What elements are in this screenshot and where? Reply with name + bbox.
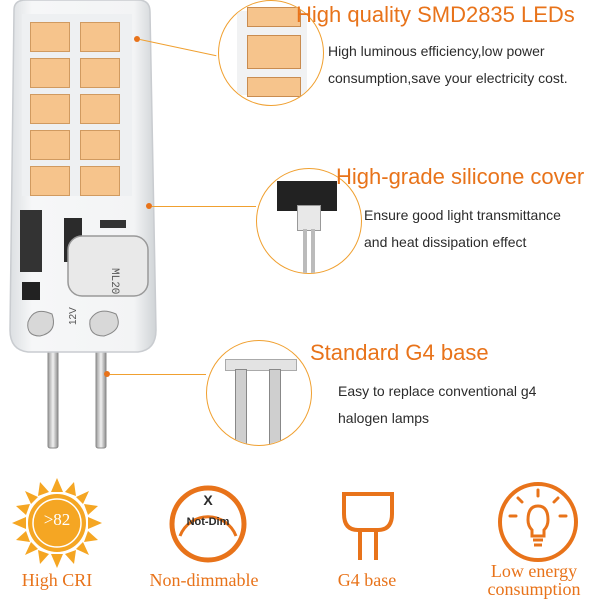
led-chip bbox=[30, 22, 70, 52]
voltage-marking: 12V bbox=[68, 307, 79, 325]
g4-base-detail-circle bbox=[206, 340, 312, 446]
feature-desc-line: halogen lamps bbox=[338, 410, 430, 426]
led-chip bbox=[30, 130, 70, 160]
icon-label-g4-base: G4 base bbox=[337, 570, 397, 590]
icon-label-line: consumption bbox=[487, 579, 581, 599]
feature-desc-leds: High luminous efficiency,low power consu… bbox=[328, 38, 568, 92]
g4-base-icon bbox=[342, 492, 394, 560]
feature-title-base: Standard G4 base bbox=[310, 340, 489, 365]
silicone-detail-circle bbox=[256, 168, 362, 274]
led-chip bbox=[80, 22, 120, 52]
led-chip bbox=[80, 58, 120, 88]
feature-title-silicone: High-grade silicone cover bbox=[336, 164, 585, 189]
feature-title-leds: High quality SMD2835 LEDs bbox=[296, 2, 575, 27]
not-dim-x-mark: X bbox=[203, 492, 213, 508]
feature-desc-base: Easy to replace conventional g4 halogen … bbox=[338, 378, 536, 432]
cri-value: >82 bbox=[43, 510, 71, 529]
feature-desc-line: Easy to replace conventional g4 bbox=[338, 383, 537, 399]
led-chip bbox=[80, 166, 120, 196]
callout-dot bbox=[104, 371, 110, 377]
capacitor-marking: ML20 bbox=[108, 268, 120, 294]
non-dimmable-icon bbox=[169, 485, 247, 563]
callout-dot bbox=[146, 203, 152, 209]
led-chip bbox=[30, 94, 70, 124]
not-dim-text: Not-Dim bbox=[186, 516, 230, 528]
light-bulb-icon bbox=[498, 482, 578, 562]
led-chip bbox=[30, 166, 70, 196]
callout-line bbox=[110, 374, 206, 375]
led-chip bbox=[80, 130, 120, 160]
led-chip bbox=[30, 58, 70, 88]
feature-desc-line: and heat dissipation effect bbox=[364, 234, 527, 250]
callout-dot bbox=[134, 36, 140, 42]
icon-label-low-energy: Low energy consumption bbox=[468, 562, 600, 598]
feature-desc-line: Ensure good light transmittance bbox=[364, 207, 561, 223]
feature-desc-line: High luminous efficiency,low power bbox=[328, 43, 545, 59]
callout-line bbox=[152, 206, 256, 207]
led-detail-circle bbox=[218, 0, 324, 106]
icon-label-high-cri: High CRI bbox=[21, 570, 93, 590]
led-chips bbox=[30, 22, 122, 196]
icon-label-line: Low energy bbox=[490, 561, 578, 581]
feature-desc-silicone: Ensure good light transmittance and heat… bbox=[364, 202, 561, 256]
sun-icon bbox=[12, 478, 102, 568]
feature-desc-line: consumption,save your electricity cost. bbox=[328, 70, 568, 86]
led-chip bbox=[80, 94, 120, 124]
icon-label-non-dimmable: Non-dimmable bbox=[149, 570, 259, 590]
